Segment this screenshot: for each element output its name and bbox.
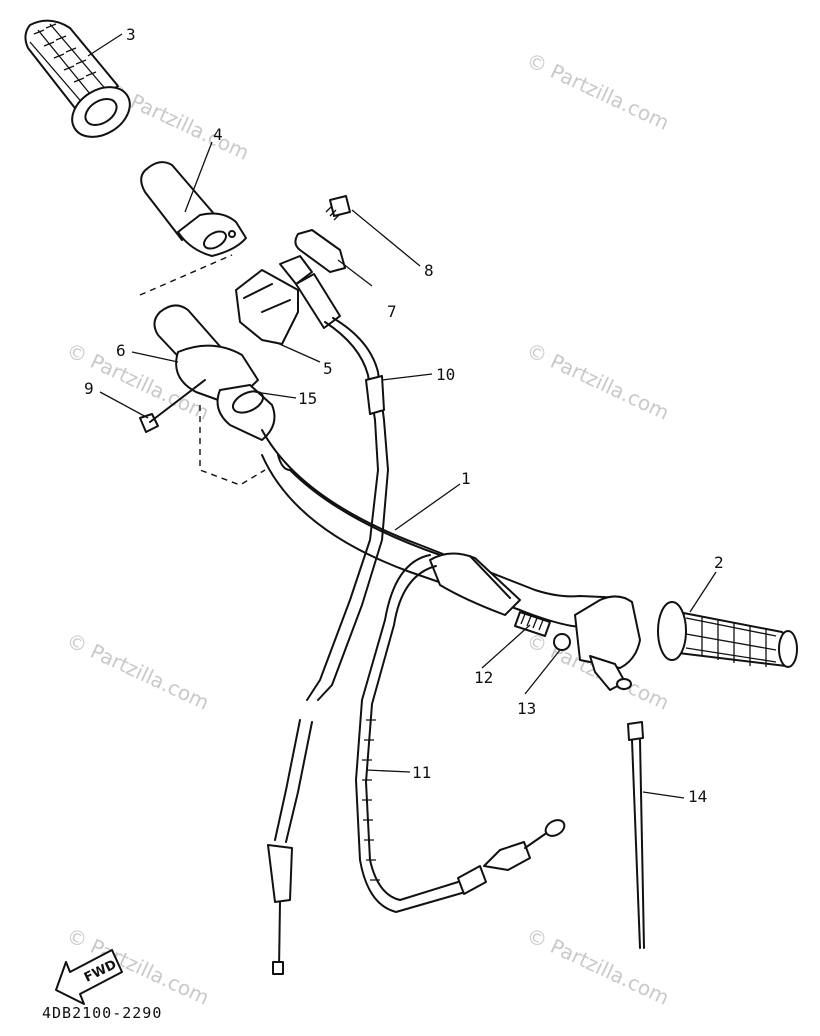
callout-10: 10 bbox=[436, 365, 455, 384]
part-11-clutch-cable bbox=[355, 554, 566, 913]
watermark-3: © Partzilla.com bbox=[523, 338, 673, 425]
callout-11: 11 bbox=[412, 763, 431, 782]
part-7-lever bbox=[279, 229, 346, 329]
callout-8: 8 bbox=[424, 261, 434, 280]
callout-14: 14 bbox=[688, 787, 707, 806]
part-5-housing-cover bbox=[235, 269, 299, 345]
callout-7: 7 bbox=[387, 302, 397, 321]
callout-12: 12 bbox=[474, 668, 493, 687]
callout-5: 5 bbox=[323, 359, 333, 378]
callout-13: 13 bbox=[517, 699, 536, 718]
part-8-screw bbox=[325, 195, 351, 221]
callouts: 3 4 5 6 7 8 9 10 15 1 2 12 13 11 14 bbox=[84, 25, 724, 806]
part-12-adjuster bbox=[514, 611, 551, 637]
part-code: 4DB2100-2290 bbox=[42, 1004, 162, 1022]
part-1-handlebar bbox=[261, 429, 626, 631]
watermark-2: © Partzilla.com bbox=[103, 78, 253, 165]
part-13-locknut bbox=[553, 633, 571, 651]
callout-2: 2 bbox=[714, 553, 724, 572]
part-14-cable-tie bbox=[627, 721, 645, 949]
part-6-throttle-housing bbox=[153, 304, 276, 441]
part-2-right-grip bbox=[574, 595, 798, 691]
fwd-arrow-icon: FWD bbox=[55, 949, 123, 1005]
part-10-throttle-cable bbox=[267, 317, 389, 975]
dashed-bracket-top bbox=[139, 254, 233, 296]
part-3-left-grip bbox=[24, 19, 131, 138]
callout-9: 9 bbox=[84, 379, 94, 398]
callout-3: 3 bbox=[126, 25, 136, 44]
dashed-bracket-side bbox=[199, 405, 266, 486]
callout-15: 15 bbox=[298, 389, 317, 408]
callout-6: 6 bbox=[116, 341, 126, 360]
callout-4: 4 bbox=[213, 125, 223, 144]
part-9-screw bbox=[139, 379, 206, 433]
watermark-8: © Partzilla.com bbox=[523, 923, 673, 1010]
leader-lines bbox=[87, 33, 717, 799]
callout-1: 1 bbox=[461, 469, 471, 488]
part-4-throttle-tube bbox=[140, 161, 247, 257]
watermark-5: © Partzilla.com bbox=[63, 628, 213, 715]
watermark-1: © Partzilla.com bbox=[523, 48, 673, 135]
